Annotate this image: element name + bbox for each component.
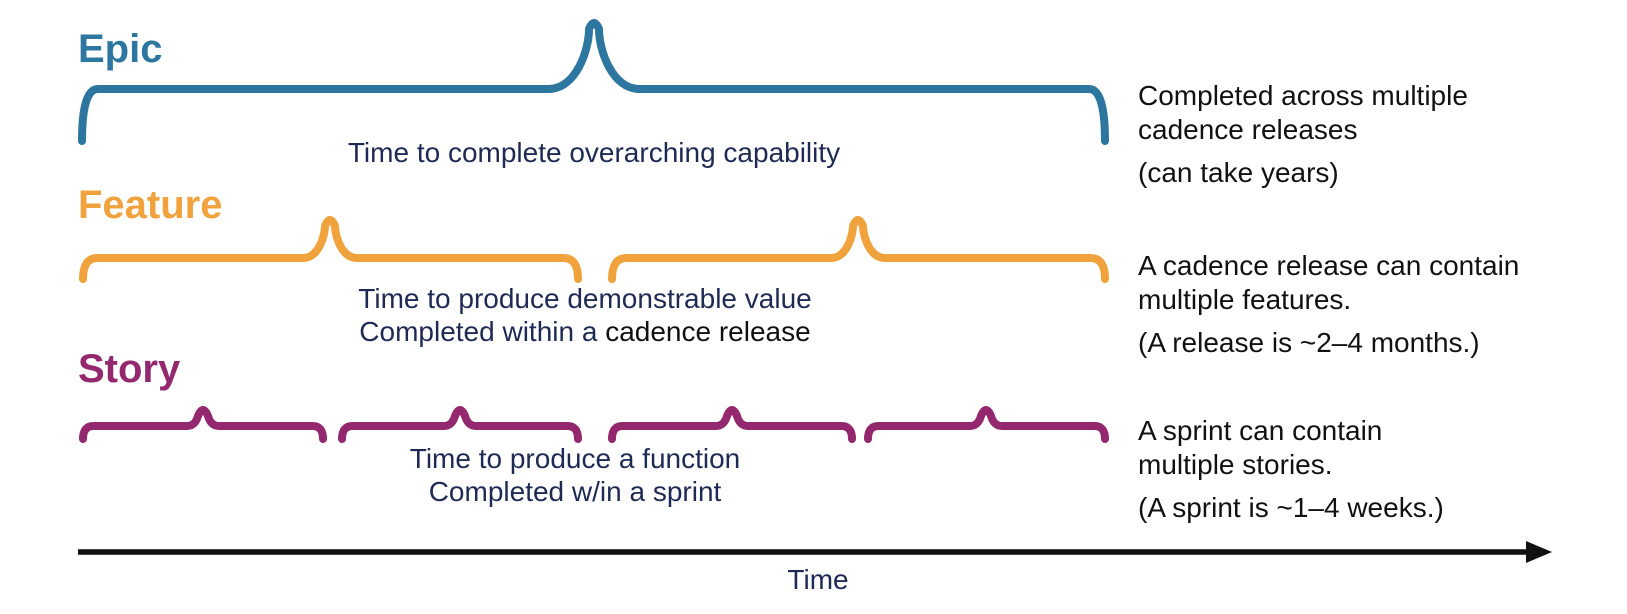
epic-label: Epic xyxy=(78,27,163,71)
feature-caption-line2-navy: Completed within a xyxy=(359,316,606,347)
story-4-brace xyxy=(864,406,1109,443)
story-3-brace xyxy=(608,406,856,443)
story-caption-line1: Time to produce a function xyxy=(409,443,741,474)
feature-description-line2: multiple features. xyxy=(1138,284,1352,315)
feature-description-line1: A cadence release can contain xyxy=(1138,250,1520,281)
story-description-line2: multiple stories. xyxy=(1138,449,1333,480)
story-2-brace xyxy=(338,406,582,443)
story-duration-note: (A sprint is ~1–4 weeks.) xyxy=(1138,492,1444,523)
feature-caption: Time to produce demonstrable value Compl… xyxy=(358,282,811,348)
time-axis-arrowhead-icon xyxy=(1526,541,1552,563)
epic-caption: Time to complete overarching capability xyxy=(347,137,841,168)
story-description: A sprint can contain multiple stories. (… xyxy=(1138,414,1618,525)
epic-duration-note: (can take years) xyxy=(1138,157,1339,188)
feature-2-brace xyxy=(608,216,1109,283)
story-label: Story xyxy=(78,347,181,391)
time-axis-label: Time xyxy=(787,564,849,595)
feature-duration-note: (A release is ~2–4 months.) xyxy=(1138,327,1480,358)
feature-description: A cadence release can contain multiple f… xyxy=(1138,249,1618,360)
epic-description-line2: cadence releases xyxy=(1138,114,1358,145)
story-caption: Time to produce a function Completed w/i… xyxy=(410,442,740,508)
story-description-line1: A sprint can contain xyxy=(1138,415,1383,446)
epic-description-line1: Completed across multiple xyxy=(1138,80,1468,111)
feature-caption-line2: Completed within a cadence release xyxy=(358,315,811,348)
story-1-brace xyxy=(79,406,327,443)
feature-caption-line1: Time to produce demonstrable value xyxy=(358,283,812,314)
epic-description: Completed across multiple cadence releas… xyxy=(1138,79,1618,190)
feature-label: Feature xyxy=(78,183,223,227)
epic-brace xyxy=(78,19,1109,145)
feature-1-brace xyxy=(79,216,582,283)
feature-caption-line2-emph: cadence release xyxy=(605,316,811,347)
story-caption-line2: Completed w/in a sprint xyxy=(428,476,722,507)
